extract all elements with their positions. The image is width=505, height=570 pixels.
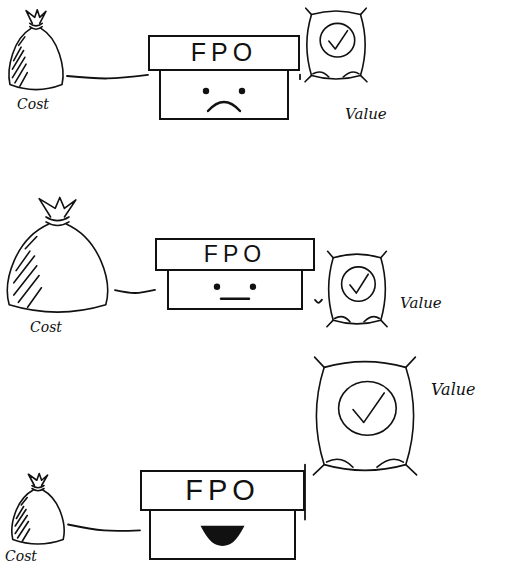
value-bag: Value	[300, 5, 372, 85]
face	[215, 285, 255, 299]
box-body	[160, 70, 288, 119]
bag-illustration	[7, 197, 107, 312]
fpo-box-outline	[156, 239, 314, 309]
value-bag: Value	[305, 352, 425, 480]
cost-bag: Cost	[0, 195, 115, 317]
mouth	[221, 298, 249, 300]
cost-bag: Cost	[5, 8, 67, 93]
sack-tie	[30, 23, 42, 29]
pillow-body	[316, 362, 413, 471]
check-circle	[342, 267, 376, 301]
bag-label: Cost	[17, 96, 49, 112]
face	[204, 89, 244, 111]
face	[203, 527, 243, 547]
bag-illustration	[12, 474, 64, 545]
pillow-body	[329, 254, 386, 324]
sack-tie	[32, 486, 44, 491]
arm-connector	[115, 290, 155, 293]
check-mark	[353, 393, 384, 422]
bag-label: Cost	[30, 319, 62, 335]
bag-illustration	[313, 357, 416, 475]
box-lid	[156, 239, 314, 270]
fpo-box-outline	[149, 36, 299, 119]
cost-bag: Cost	[8, 472, 68, 547]
box-lid	[149, 36, 299, 70]
sack-body	[12, 490, 64, 544]
arm-connector	[67, 75, 148, 79]
bag-illustration	[305, 8, 367, 82]
bag-illustration	[9, 10, 63, 90]
bag-shape	[300, 5, 372, 85]
eye	[204, 89, 208, 93]
bag-shape	[8, 472, 68, 547]
bag-shape	[322, 248, 392, 330]
sack-top	[26, 10, 46, 24]
bag-label: Value	[345, 105, 387, 123]
mouth	[208, 102, 240, 111]
bag-shape	[5, 8, 67, 93]
bag-label: Value	[431, 380, 476, 399]
pillow-corners	[313, 357, 416, 475]
bag-label: Value	[400, 294, 442, 312]
arm-connector	[315, 300, 322, 303]
pillow-folds	[327, 459, 404, 467]
sack-hatching	[15, 498, 29, 542]
box-title: FPO	[148, 35, 300, 70]
pillow-folds	[313, 72, 359, 77]
bag-shape	[0, 195, 115, 317]
check-mark	[329, 31, 348, 49]
sack-top	[28, 474, 47, 486]
bag-illustration	[327, 251, 387, 326]
box-lid	[141, 471, 304, 510]
fpo-box: FPO	[148, 35, 300, 120]
bag-shape	[305, 352, 425, 480]
eye	[251, 285, 255, 289]
box-body	[168, 270, 302, 309]
eye	[240, 89, 244, 93]
value-bag: Value	[322, 248, 392, 330]
bag-label: Cost	[5, 548, 37, 564]
fpo-box: FPO	[140, 470, 305, 560]
box-title: FPO	[155, 238, 315, 270]
eye	[215, 285, 219, 289]
smile-mouth	[203, 527, 243, 546]
pillow-corners	[327, 251, 387, 326]
check-mark	[350, 274, 368, 293]
check-circle	[339, 381, 397, 435]
sack-hatching	[14, 236, 42, 307]
box-body	[150, 510, 295, 559]
sack-top	[39, 197, 76, 217]
pillow-folds	[335, 317, 380, 322]
fpo-box-outline	[141, 471, 304, 559]
sack-hatching	[12, 37, 27, 86]
sack-body	[7, 224, 107, 312]
pillow-corners	[305, 8, 367, 82]
sack-tie	[46, 217, 69, 226]
pillow-body	[307, 11, 365, 79]
sack-body	[9, 28, 63, 89]
smile-tongue	[209, 541, 237, 547]
arm-connector	[68, 525, 140, 531]
arm-connector	[304, 465, 306, 520]
fpo-box: FPO	[155, 238, 315, 310]
box-title: FPO	[140, 470, 305, 510]
check-circle	[320, 23, 355, 57]
arm-connector	[299, 75, 301, 80]
